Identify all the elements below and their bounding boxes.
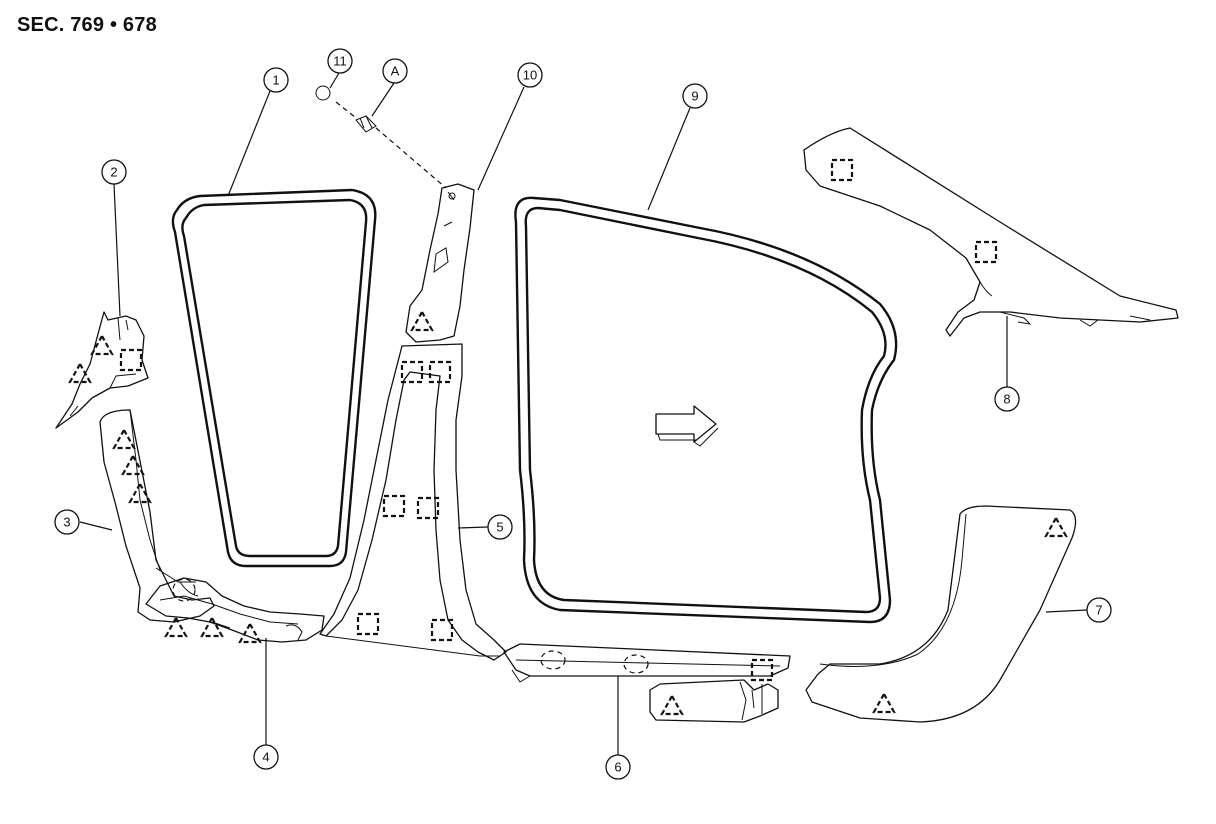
callout-11: 11 [327,48,353,74]
callout-9: 9 [682,83,708,109]
part-3-pillar-lower-trim [99,409,215,623]
part-9-door-opening-seal [514,196,898,624]
part-6-sill-plate [503,643,791,723]
svg-text:1: 1 [272,73,279,88]
callout-2: 2 [101,159,127,185]
svg-text:3: 3 [63,515,70,530]
part-1-quarter-glass-seal [171,188,377,568]
svg-text:8: 8 [1003,392,1010,407]
callout-1: 1 [263,67,289,93]
section-label: SEC. 769 • 678 [17,14,157,36]
svg-text:11: 11 [333,54,347,69]
svg-text:7: 7 [1095,603,1102,618]
svg-text:6: 6 [614,760,621,775]
svg-text:10: 10 [523,68,537,83]
svg-text:2: 2 [110,165,117,180]
callout-leaders [79,72,1088,755]
svg-text:4: 4 [262,750,269,765]
callout-6: 6 [605,754,631,780]
callout-5: 5 [487,514,513,540]
front-direction-arrow-icon [655,405,719,447]
part-10-center-pillar-upper [405,183,475,343]
part-2-upper-trim [55,311,149,429]
part-8-rear-pillar-trim [803,127,1179,337]
callout-A: A [382,58,408,84]
callout-3: 3 [54,509,80,535]
svg-text:9: 9 [691,89,698,104]
part-5-center-pillar-lower [319,343,507,661]
part-7-rear-lower-panel [805,505,1077,723]
svg-text:A: A [391,64,400,79]
callout-7: 7 [1086,597,1112,623]
svg-text:5: 5 [496,520,503,535]
clip-and-screw [315,85,447,189]
callout-8: 8 [994,386,1020,412]
callout-10: 10 [517,62,543,88]
part-4-kick-panel [145,577,325,644]
callout-4: 4 [253,744,279,770]
